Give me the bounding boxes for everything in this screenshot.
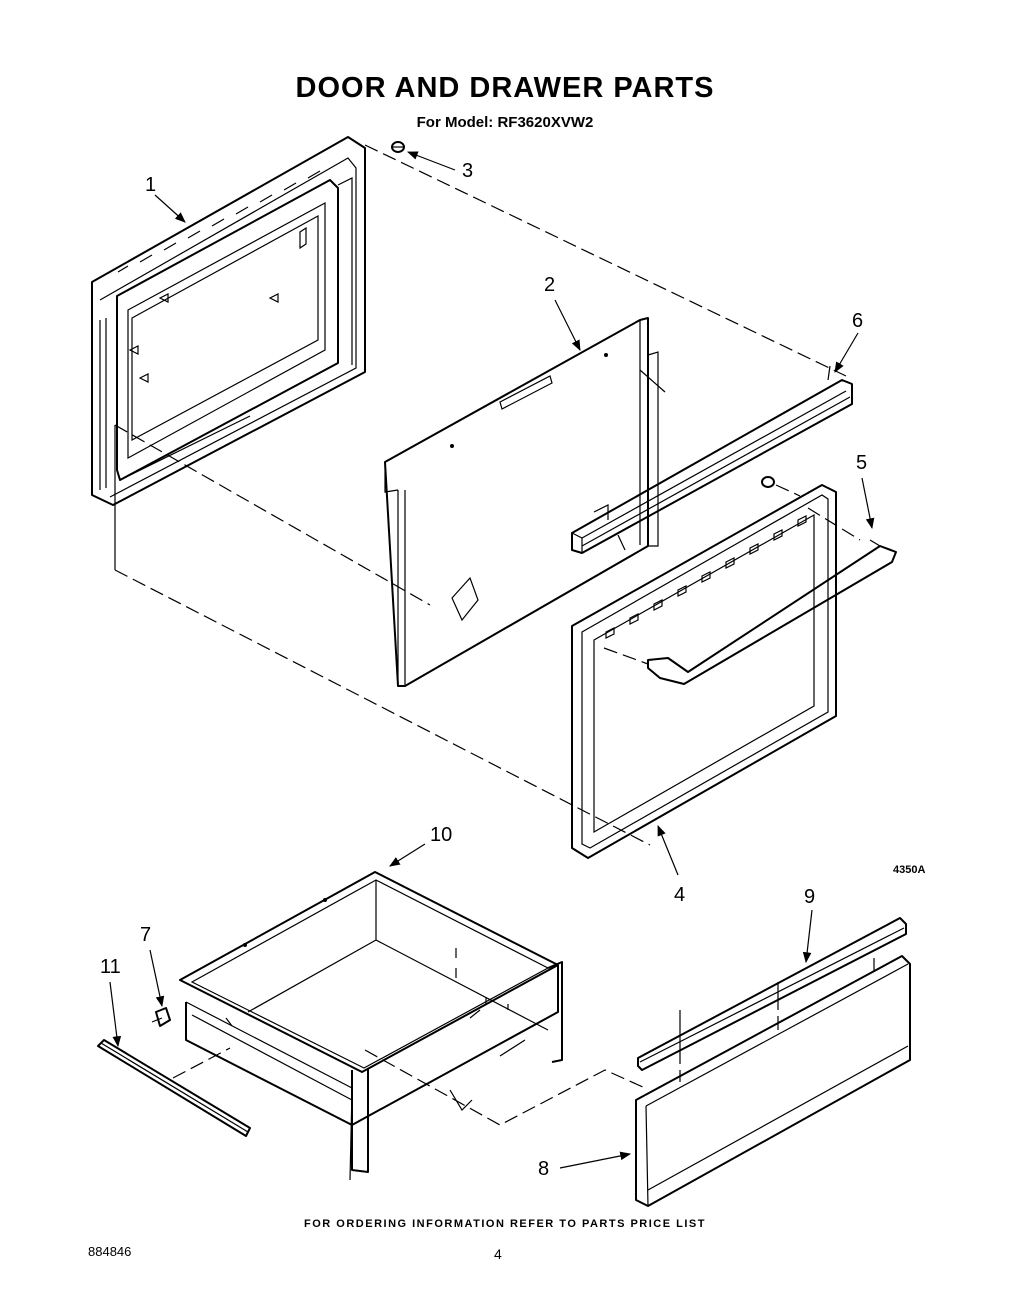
part-5-outer-frame	[571, 476, 897, 859]
part-1-door-frame	[91, 136, 366, 570]
callout-4: 4	[674, 884, 686, 906]
callout-6: 6	[852, 310, 864, 332]
part-7-clip	[151, 1007, 171, 1027]
callout-1: 1	[145, 174, 157, 196]
alignment-lines	[114, 144, 847, 1126]
part-8-drawer-front	[635, 955, 911, 1207]
part-2-inner-panel	[384, 317, 666, 687]
callout-10: 10	[430, 824, 453, 846]
ordering-note: FOR ORDERING INFORMATION REFER TO PARTS …	[304, 1218, 706, 1230]
callout-5: 5	[856, 452, 868, 474]
drawing-code: 4350A	[893, 864, 926, 876]
leader-arrows	[109, 151, 875, 1169]
part-9-panel-trim	[637, 917, 907, 1071]
page-number: 4	[494, 1246, 502, 1262]
callout-2: 2	[544, 274, 556, 296]
callout-11: 11	[100, 956, 121, 978]
part-11-rail	[97, 1039, 251, 1137]
callout-8: 8	[538, 1158, 550, 1180]
callout-3: 3	[462, 160, 474, 182]
part-3-screw	[391, 141, 405, 153]
callout-9: 9	[804, 886, 816, 908]
callout-7: 7	[140, 924, 152, 946]
model-subtitle: For Model: RF3620XVW2	[416, 114, 594, 131]
diagram-title: DOOR AND DRAWER PARTS	[295, 72, 715, 104]
part-10-drawer	[179, 871, 563, 1181]
document-number: 884846	[88, 1244, 132, 1259]
part-6-door-handle	[571, 365, 853, 554]
